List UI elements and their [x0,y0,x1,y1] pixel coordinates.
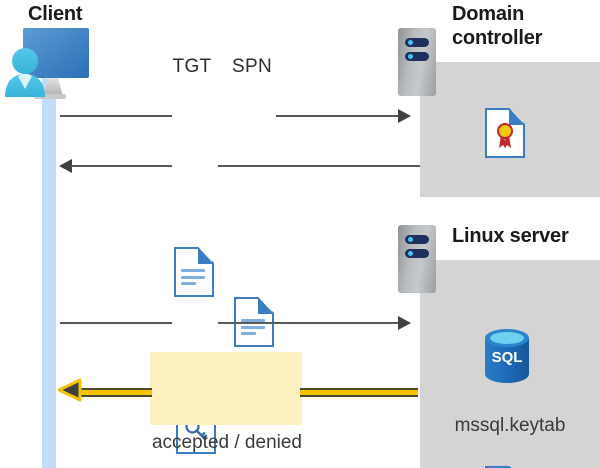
keytab-filename-label: mssql.keytab [454,415,566,436]
domain-controller-title: Domain controller [452,3,543,49]
arrowhead-request-tgt [398,109,411,123]
certificate-icon [485,108,525,158]
accepted-denied-label: accepted / denied [151,432,302,453]
auth-result-highlight [150,352,302,425]
sql-label: SQL [492,349,523,366]
arrow-line-request-tgt-left [60,115,172,117]
linux-server-server-icon [398,225,436,293]
arrow-line-present-ticket-right [218,322,398,324]
arrow-line-issue-ticket-right [218,165,420,167]
arrow-line-present-ticket-left [60,322,172,324]
yellow-arrow-line-right [300,388,418,397]
keytab-document-icon [485,466,525,468]
sql-database-icon: SQL [482,328,532,384]
client-lifeline [42,74,56,468]
arrow-line-issue-ticket-left [71,165,172,167]
arrowhead-present-ticket [398,316,411,330]
yellow-arrowhead [57,378,82,402]
client-title: Client [28,3,83,25]
spn-label: SPN [232,56,272,77]
certificate-seal [497,123,513,148]
user-monitor-icon [4,24,98,100]
linux-server-title: Linux server [452,225,569,247]
domain-controller-server-icon [398,28,436,96]
tgt-document-icon [174,247,214,297]
arrowhead-issue-ticket [59,159,72,173]
tgt-label: TGT [172,56,212,77]
yellow-arrow-line-left [72,388,152,397]
arrow-line-request-tgt-right [276,115,398,117]
